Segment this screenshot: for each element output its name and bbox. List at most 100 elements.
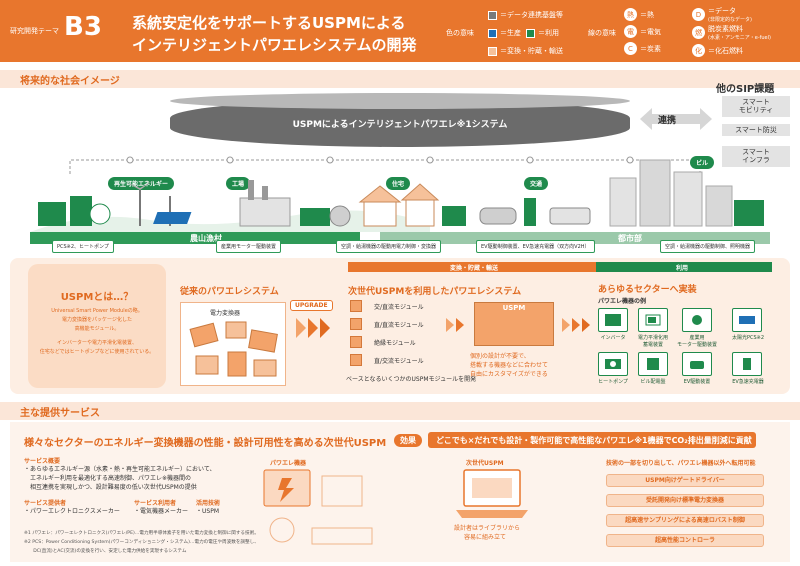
module-cube-icon bbox=[350, 300, 362, 312]
legend-color-use: ＝利用 bbox=[526, 28, 559, 38]
module-cube-icon bbox=[350, 336, 362, 348]
provider-heading: サービス提供者 bbox=[24, 500, 67, 507]
library-note-2: 容易に組み立て bbox=[464, 534, 507, 541]
section-bar-services bbox=[0, 402, 800, 420]
overview-line: ・あらゆるエネルギー源（水素・熱・再生可能エネルギー）において、 bbox=[24, 466, 216, 473]
legend-line-decarbon-fuel: 燃 脱炭素燃料 (水素・アンモニア・e-fuel) bbox=[692, 24, 771, 41]
uspm-what-title: USPMとは…？ bbox=[60, 292, 134, 303]
legend-color-label: ＝利用 bbox=[538, 29, 559, 37]
legend-line-heat: 熱 ＝熱 bbox=[624, 8, 654, 21]
laptop-library-icon bbox=[456, 469, 528, 518]
phase-label-use: 利用 bbox=[676, 265, 689, 272]
device-label-inverter: インバータ bbox=[600, 335, 626, 341]
sip-item-mobility: スマート モビリティ bbox=[722, 96, 790, 117]
phase-bar-use bbox=[596, 262, 772, 272]
all-sector-title: あらゆるセクターへ実装 bbox=[598, 285, 697, 295]
society-scene-illustration bbox=[30, 159, 764, 232]
legend-color-production: ＝生産 bbox=[488, 28, 521, 38]
area-pill-building: ビル bbox=[690, 156, 715, 169]
uspm-what-line: インバーターや電力平滑化電装置、 bbox=[56, 340, 137, 346]
electric-icon: 電 bbox=[624, 25, 637, 38]
legend-color-data: ＝データ連携基盤等 bbox=[488, 10, 563, 20]
uspm-system-platform-top bbox=[170, 93, 630, 109]
device-label-ev-charger: EV急速充電器 bbox=[732, 379, 764, 385]
converter-label: 電力変換器 bbox=[210, 310, 241, 317]
nextgen-uspm-label: 次世代USPM bbox=[466, 460, 504, 467]
area-pill-transport: 交通 bbox=[524, 177, 549, 190]
legend-line-label: ＝データ bbox=[708, 7, 736, 15]
sip-title: 他のSIP課題 bbox=[716, 84, 775, 95]
upgrade-arrow-icon bbox=[296, 318, 330, 338]
module-dc-dc: 直/直流モジュール bbox=[374, 322, 424, 329]
device-examples-title: パワエレ機器の例 bbox=[598, 298, 647, 305]
module-dc-ac: 直/交流モジュール bbox=[374, 358, 424, 365]
user-heading: サービス利用者 bbox=[134, 500, 177, 507]
module-cube-icon bbox=[350, 318, 362, 330]
legend-color-label: ＝変換・貯蔵・輸送 bbox=[500, 47, 563, 55]
user-value: ・電気機器メーカー bbox=[134, 508, 189, 515]
device-label-motor: 産業用 モーター駆動装置 bbox=[676, 335, 717, 348]
effect-badge: 効果 bbox=[394, 434, 422, 447]
device-label-storage: 電力平滑化用 蓄電装置 bbox=[637, 335, 668, 348]
legend-line-label: ＝電気 bbox=[640, 27, 661, 36]
library-note-1: 設計者はライブラリから bbox=[454, 525, 521, 532]
tech-heading: 活用技術 bbox=[196, 500, 221, 507]
conventional-title: 従来のパワエレシステム bbox=[180, 287, 279, 297]
phase-label-convert: 変換・貯蔵・輸送 bbox=[450, 265, 499, 272]
legend-line-sub: (水素・アンモニア・e-fuel) bbox=[708, 35, 771, 41]
page-title-line1: 系統安定化をサポートするUSPMによる bbox=[132, 14, 406, 32]
fuel-icon: 燃 bbox=[692, 26, 705, 39]
area-label-urban: 都市部 bbox=[618, 234, 642, 243]
switchboard-icon bbox=[638, 352, 668, 376]
custom-note-3: 自由にカスタマイズができる bbox=[470, 371, 548, 378]
legend-line-label: ＝炭素 bbox=[640, 44, 661, 53]
footnote-3: DC(直流)とAC(交流)の変換を行い、安定した電力供給を実現するシステム bbox=[24, 549, 187, 554]
ev-charger-icon bbox=[732, 352, 762, 376]
caption-motor: 産業用モーター駆動装置 bbox=[216, 240, 282, 253]
legend-color-label: ＝生産 bbox=[500, 29, 521, 37]
legend-color-heading: 色の意味 bbox=[446, 29, 474, 37]
provider-value: ・パワーエレクトロニクスメーカー bbox=[24, 508, 120, 515]
legend-swatch-blue bbox=[488, 28, 497, 38]
header-banner bbox=[0, 0, 800, 62]
legend-line-heading: 線の意味 bbox=[588, 29, 616, 37]
caption-pcs: PCS※2、ヒートポンプ bbox=[52, 240, 114, 253]
footnote-2: ※2 PCS：Power Conditioning System(パワーコンディ… bbox=[24, 540, 259, 545]
service-item-gate-driver: USPM向けゲートドライバー bbox=[606, 474, 764, 487]
converter-parts-illustration bbox=[189, 321, 278, 377]
service-item-controller: 超高性能コントローラ bbox=[606, 534, 764, 547]
custom-note-2: 搭載する機器などに合わせて bbox=[470, 362, 549, 369]
uspm-package-box bbox=[474, 302, 554, 346]
fossil-icon: 化 bbox=[692, 44, 705, 57]
services-main-title: 様々なセクターのエネルギー変換機器の性能・設計可用性を高める次世代USPM bbox=[24, 438, 387, 449]
legend-swatch-orange bbox=[488, 46, 497, 56]
legend-line-label-wrap: ＝データ (非限定的なデータ) bbox=[708, 6, 752, 23]
transfer-title: 技術の一部を切り出して、パワエレ機器以外へ転用可能 bbox=[606, 460, 756, 467]
uspm-what-line: 電力変換器をパッケージ化した bbox=[62, 317, 132, 323]
legend-line-label: ＝熱 bbox=[640, 10, 654, 19]
module-ac-dc: 交/直流モジュール bbox=[374, 304, 424, 311]
theme-label: 研究開発テーマ bbox=[10, 27, 59, 35]
legend-color-convert: ＝変換・貯蔵・輸送 bbox=[488, 46, 563, 56]
page-title-line2: インテリジェントパワエレシステムの開発 bbox=[132, 36, 417, 54]
heat-pump-icon bbox=[598, 352, 628, 376]
pe-device-illustration bbox=[263, 469, 373, 545]
section-title-future: 将来的な社会イメージ bbox=[20, 76, 120, 87]
uspm-what-card bbox=[28, 264, 166, 388]
base-module-note: ベースとなるいくつかのUSPMモジュールを開発 bbox=[346, 376, 477, 383]
device-label-solar: 太陽光PCS※2 bbox=[731, 335, 765, 341]
legend-line-label: ＝化石燃料 bbox=[708, 46, 743, 55]
phase-bar-convert bbox=[348, 262, 596, 272]
legend-line-label: 脱炭素燃料 bbox=[708, 25, 743, 33]
pe-device-label: パワエレ機器 bbox=[270, 460, 307, 467]
caption-hvac: 空調・給湯機器の駆動用電力制御・変換器 bbox=[336, 240, 442, 253]
tech-value: ・USPM bbox=[196, 508, 219, 515]
legend-line-electric: 電 ＝電気 bbox=[624, 25, 661, 38]
area-pill-renewable: 再生可能エネルギー bbox=[108, 177, 175, 190]
upgrade-badge: UPGRADE bbox=[290, 300, 333, 311]
arrow-right-icon bbox=[446, 318, 464, 332]
solar-pcs-icon bbox=[732, 308, 762, 332]
caption-building: 空調・給湯機器の駆動制御、照明機器 bbox=[660, 240, 756, 253]
nextgen-title: 次世代USPMを利用したパワエレシステム bbox=[348, 287, 522, 297]
inverter-icon bbox=[598, 308, 628, 332]
